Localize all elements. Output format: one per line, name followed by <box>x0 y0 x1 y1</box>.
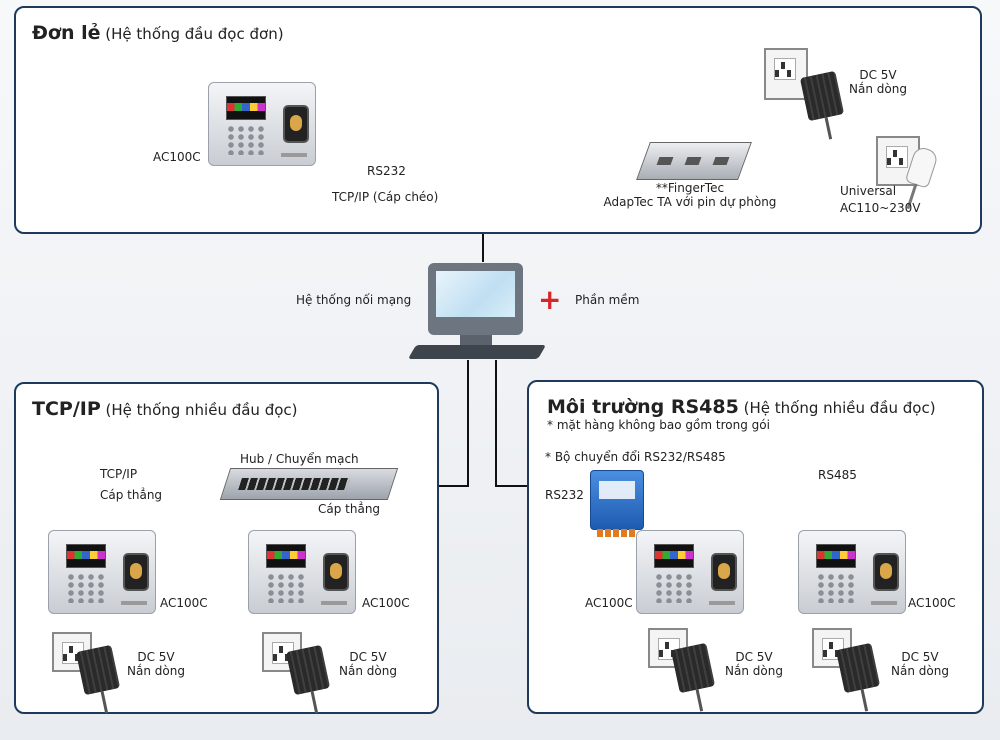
power-outlet-icon <box>764 48 808 100</box>
device-label-rs485-1: AC100C <box>585 596 633 610</box>
dc5v-text: DC 5V <box>859 68 897 82</box>
rs232-rs485-converter-icon <box>590 470 644 537</box>
ac100c-device-rs485-1 <box>636 530 744 614</box>
computer-stand-icon <box>460 335 492 347</box>
standalone-panel: Đơn lẻ (Hệ thống đầu đọc đơn) <box>14 6 982 234</box>
tcpip-title-bold: TCP/IP <box>32 398 101 420</box>
dc5v-label-rs485-1: DC 5V Nắn dòng <box>724 650 784 678</box>
rectifier-text: Nắn dòng <box>725 664 783 678</box>
converter-label: * Bộ chuyển đổi RS232/RS485 <box>545 450 726 464</box>
universal-text: Universal <box>840 184 897 198</box>
adaptec-line1: **FingerTec <box>655 181 725 195</box>
rs485-title-bold: Môi trường RS485 <box>547 396 739 418</box>
ac100c-device-tcpip-1 <box>48 530 156 614</box>
rs232-label-top: RS232 <box>367 164 406 178</box>
dc5v-text: DC 5V <box>735 650 773 664</box>
software-label: Phần mềm <box>575 293 640 307</box>
tcpip-title-rest: (Hệ thống nhiều đầu đọc) <box>105 401 298 419</box>
dc5v-label-rs485-2: DC 5V Nắn dòng <box>890 650 950 678</box>
standalone-title: Đơn lẻ (Hệ thống đầu đọc đơn) <box>32 22 284 44</box>
rs485-title-rest: (Hệ thống nhiều đầu đọc) <box>743 399 936 417</box>
tcpip-title: TCP/IP (Hệ thống nhiều đầu đọc) <box>32 398 298 420</box>
device-label-standalone: AC100C <box>153 150 201 164</box>
device-label-rs485-2: AC100C <box>908 596 956 610</box>
dc5v-text: DC 5V <box>901 650 939 664</box>
adaptec-ta-icon <box>636 142 752 180</box>
universal-label: Universal AC110~230V <box>840 184 920 215</box>
device-label-tcpip-2: AC100C <box>362 596 410 610</box>
device-label-tcpip-1: AC100C <box>160 596 208 610</box>
rs485-note: * mặt hàng không bao gồm trong gói <box>547 418 770 432</box>
ac100c-device-rs485-2 <box>798 530 906 614</box>
rectifier-text: Nắn dòng <box>339 664 397 678</box>
network-system-label: Hệ thống nối mạng <box>296 293 412 307</box>
rs485-panel: Môi trường RS485 (Hệ thống nhiều đầu đọc… <box>527 380 984 714</box>
dc5v-text: DC 5V <box>137 650 175 664</box>
keyboard-icon <box>407 345 547 359</box>
tcpip-crossover-label: TCP/IP (Cáp chéo) <box>332 190 439 204</box>
network-hub-icon <box>219 468 399 500</box>
adaptec-line2: AdapTec TA với pin dự phòng <box>603 195 777 209</box>
standalone-title-rest: (Hệ thống đầu đọc đơn) <box>105 25 284 43</box>
dc5v-text: DC 5V <box>349 650 387 664</box>
standalone-title-bold: Đơn lẻ <box>32 22 101 44</box>
ac100c-device-tcpip-2 <box>248 530 356 614</box>
rs232-label-bottom: RS232 <box>545 488 584 502</box>
hub-label: Hub / Chuyển mạch <box>240 452 359 466</box>
dc5v-label-top: DC 5V Nắn dòng <box>848 68 908 96</box>
dc5v-label-tcpip-1: DC 5V Nắn dòng <box>126 650 186 678</box>
rectifier-text: Nắn dòng <box>849 82 907 96</box>
straight-cable-label-right: Cáp thẳng <box>318 502 381 516</box>
computer-monitor-icon <box>428 263 523 335</box>
dc5v-label-tcpip-2: DC 5V Nắn dòng <box>338 650 398 678</box>
rs485-label: RS485 <box>818 468 857 482</box>
rectifier-text: Nắn dòng <box>127 664 185 678</box>
ac100c-device-standalone <box>208 82 316 166</box>
tcpip-label: TCP/IP <box>100 467 138 481</box>
adaptec-label: **FingerTec AdapTec TA với pin dự phòng <box>590 181 790 209</box>
plus-icon: + <box>538 283 562 316</box>
rs485-title: Môi trường RS485 (Hệ thống nhiều đầu đọc… <box>547 396 936 418</box>
rectifier-text: Nắn dòng <box>891 664 949 678</box>
straight-cable-label-left: Cáp thẳng <box>100 488 163 502</box>
ac-range-text: AC110~230V <box>840 201 921 215</box>
